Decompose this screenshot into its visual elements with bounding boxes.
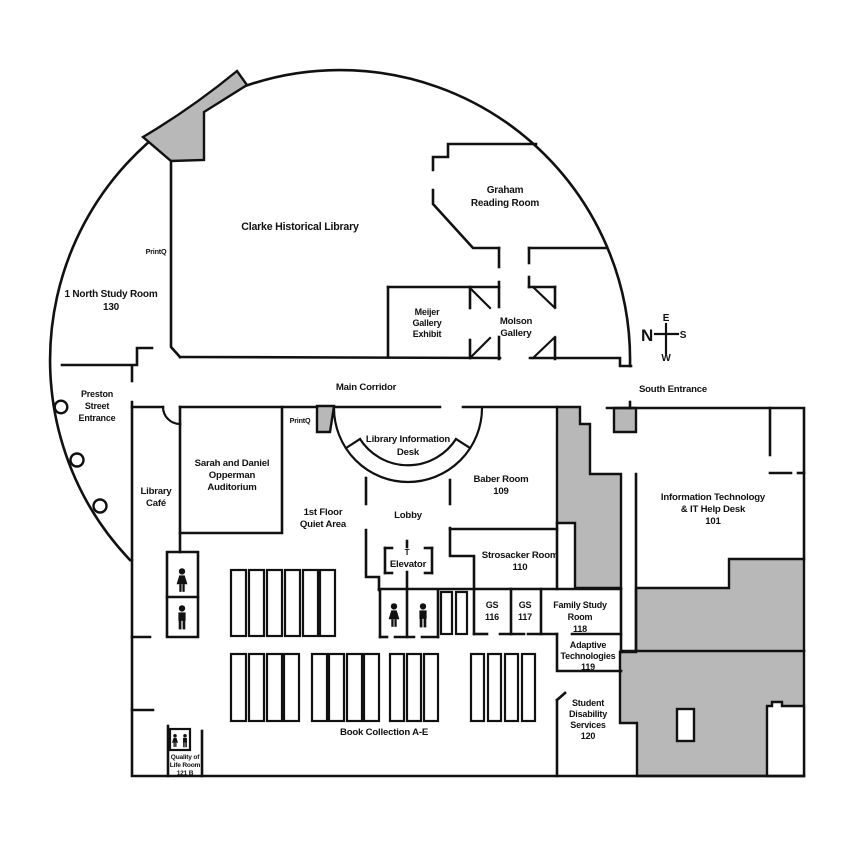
woman-icon xyxy=(176,568,188,592)
central-shaded-strip xyxy=(555,405,623,590)
room-labels: Clarke Historical Library PrintQ 1 North… xyxy=(64,185,766,777)
label-elevator: Elevator xyxy=(390,559,427,570)
label-lobby: Lobby xyxy=(394,510,423,521)
shaded-areas xyxy=(140,69,806,778)
label-elevator-t: T xyxy=(405,548,410,557)
walls xyxy=(60,142,806,778)
label-main-corridor: Main Corridor xyxy=(336,382,397,393)
printq-shaded-box xyxy=(315,404,336,434)
entrance-columns xyxy=(53,399,108,514)
small-room-in-shaded-area xyxy=(675,707,696,743)
compass-w: W xyxy=(661,353,671,364)
label-printq-upper: PrintQ xyxy=(146,247,167,256)
label-south-entrance: South Entrance xyxy=(639,384,707,395)
man-icon xyxy=(419,603,427,628)
man-icon xyxy=(178,605,186,630)
door-swing xyxy=(468,286,492,310)
column-icon xyxy=(53,399,69,415)
compass-e: E xyxy=(663,313,670,324)
south-entrance-shaded-box xyxy=(612,406,638,434)
information-desk xyxy=(332,406,484,484)
label-book-collection: Book Collection A-E xyxy=(340,727,429,738)
door-swing xyxy=(161,405,182,426)
door-swing xyxy=(531,285,557,310)
bookshelf-stacks xyxy=(229,568,537,723)
compass-rose: N E S W xyxy=(641,313,687,364)
rotunda-arc xyxy=(48,68,632,562)
northwest-shaded-wedge xyxy=(140,69,249,163)
door-swing xyxy=(531,335,557,360)
column-icon xyxy=(92,498,108,514)
label-clarke-historical-library: Clarke Historical Library xyxy=(241,221,359,233)
southeast-corner-room xyxy=(765,700,806,778)
man-icon xyxy=(183,733,187,748)
label-printq-lower: PrintQ xyxy=(290,416,311,425)
compass-s: S xyxy=(680,330,687,341)
woman-icon xyxy=(388,603,400,627)
column-icon xyxy=(69,452,85,468)
woman-icon xyxy=(172,733,178,747)
compass-n: N xyxy=(641,326,653,345)
door-swing xyxy=(468,336,492,360)
